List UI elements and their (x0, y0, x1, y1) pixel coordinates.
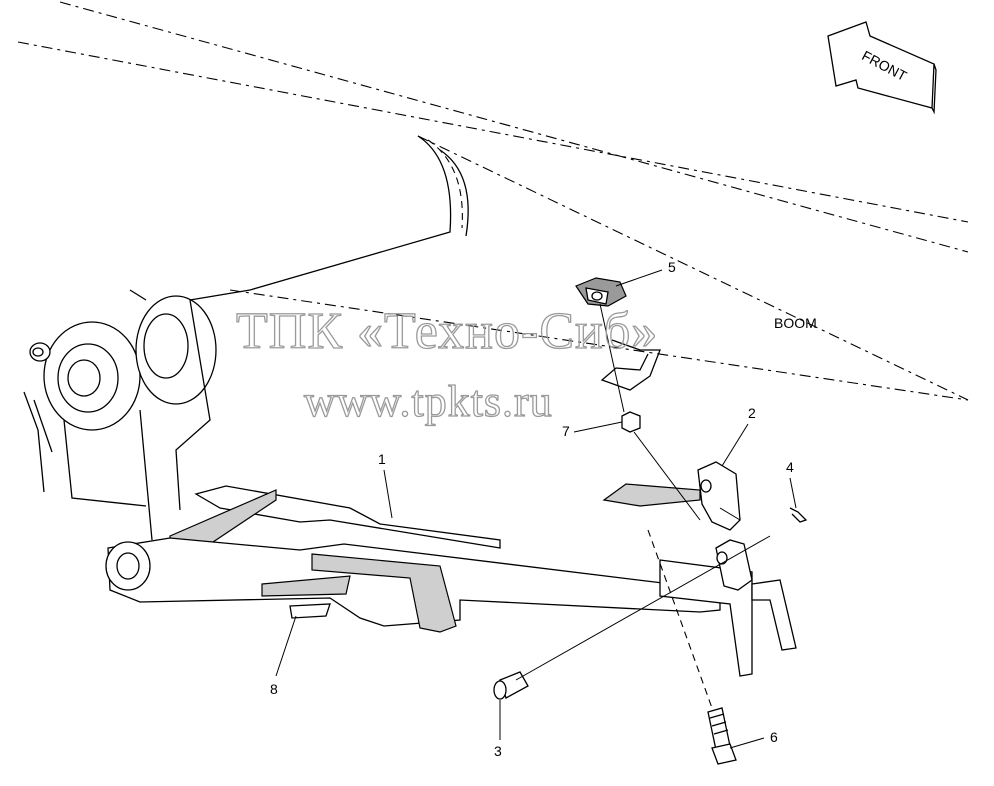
callout-4: 4 (786, 459, 794, 475)
front-arrow: FRONT (827, 21, 937, 115)
callout-7: 7 (562, 423, 570, 439)
callout-6: 6 (770, 729, 778, 745)
part-2-lock-plate (602, 461, 741, 531)
boom-bulkhead (189, 135, 469, 301)
callout-1: 1 (378, 451, 386, 467)
boom-bracket (600, 339, 661, 391)
part-4-r-pin (789, 507, 808, 523)
part-6-bolt (707, 707, 737, 765)
part-1-bracket (105, 485, 797, 677)
callout-3: 3 (494, 743, 502, 759)
boom-label: BOOM (774, 315, 817, 331)
part-7-nut (621, 411, 641, 433)
callout-leaders (275, 269, 797, 749)
watermark-url: www.tpkts.ru (304, 377, 553, 426)
part-5-knob (575, 277, 627, 307)
boom-outline (17, 1, 969, 401)
assembly-lines (515, 303, 771, 709)
callout-8: 8 (270, 681, 278, 697)
watermark-company: ТПК «Техно-Сиб» (236, 303, 658, 360)
callout-2: 2 (748, 405, 756, 421)
part-3-pin (493, 671, 529, 700)
callout-5: 5 (668, 259, 676, 275)
boom-pivot-bosses (23, 289, 217, 541)
